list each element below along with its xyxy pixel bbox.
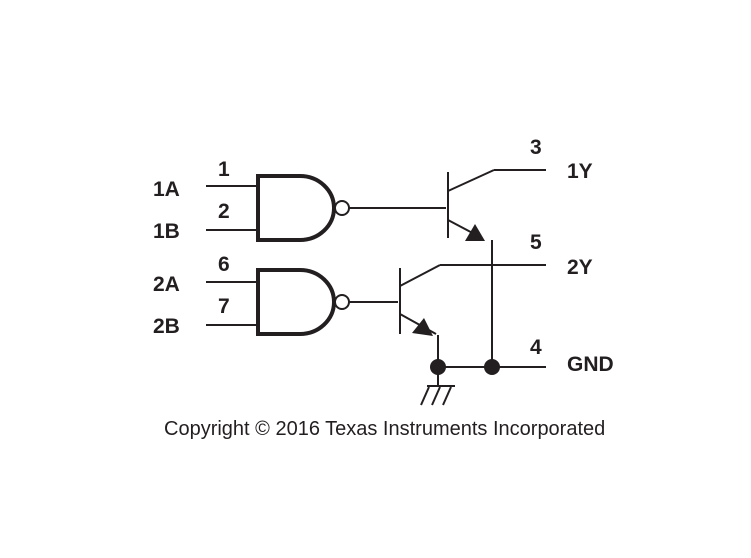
pin-number-4: 4 xyxy=(530,336,542,359)
transistor-1-collector xyxy=(447,169,495,192)
junction-dot-right xyxy=(484,359,500,375)
pin-number-5: 5 xyxy=(530,231,542,254)
output-label-gnd: GND xyxy=(567,353,614,376)
ground-icon xyxy=(420,367,455,406)
copyright-text: Copyright © 2016 Texas Instruments Incor… xyxy=(164,418,605,440)
nand-gate-1 xyxy=(256,174,350,242)
input-label-2a: 2A xyxy=(153,273,180,296)
output-label-2y: 2Y xyxy=(567,256,593,279)
input-label-1b: 1B xyxy=(153,220,180,243)
pin-number-2: 2 xyxy=(218,200,230,223)
transistor-1-emitter-arrow xyxy=(465,224,485,241)
nand-gate-2 xyxy=(256,268,350,336)
transistor-2-collector xyxy=(399,264,441,287)
inversion-bubble-2 xyxy=(334,294,350,310)
pin-number-6: 6 xyxy=(218,253,230,276)
transistor-2-emitter-arrow xyxy=(412,318,433,336)
pin-number-3: 3 xyxy=(530,136,542,159)
pin-number-1: 1 xyxy=(218,158,230,181)
input-label-1a: 1A xyxy=(153,178,180,201)
transistor-1 xyxy=(447,169,546,367)
transistor-2 xyxy=(399,264,546,367)
input-label-2b: 2B xyxy=(153,315,180,338)
output-label-1y: 1Y xyxy=(567,160,593,183)
pin-number-7: 7 xyxy=(218,295,230,318)
inversion-bubble-1 xyxy=(334,200,350,216)
